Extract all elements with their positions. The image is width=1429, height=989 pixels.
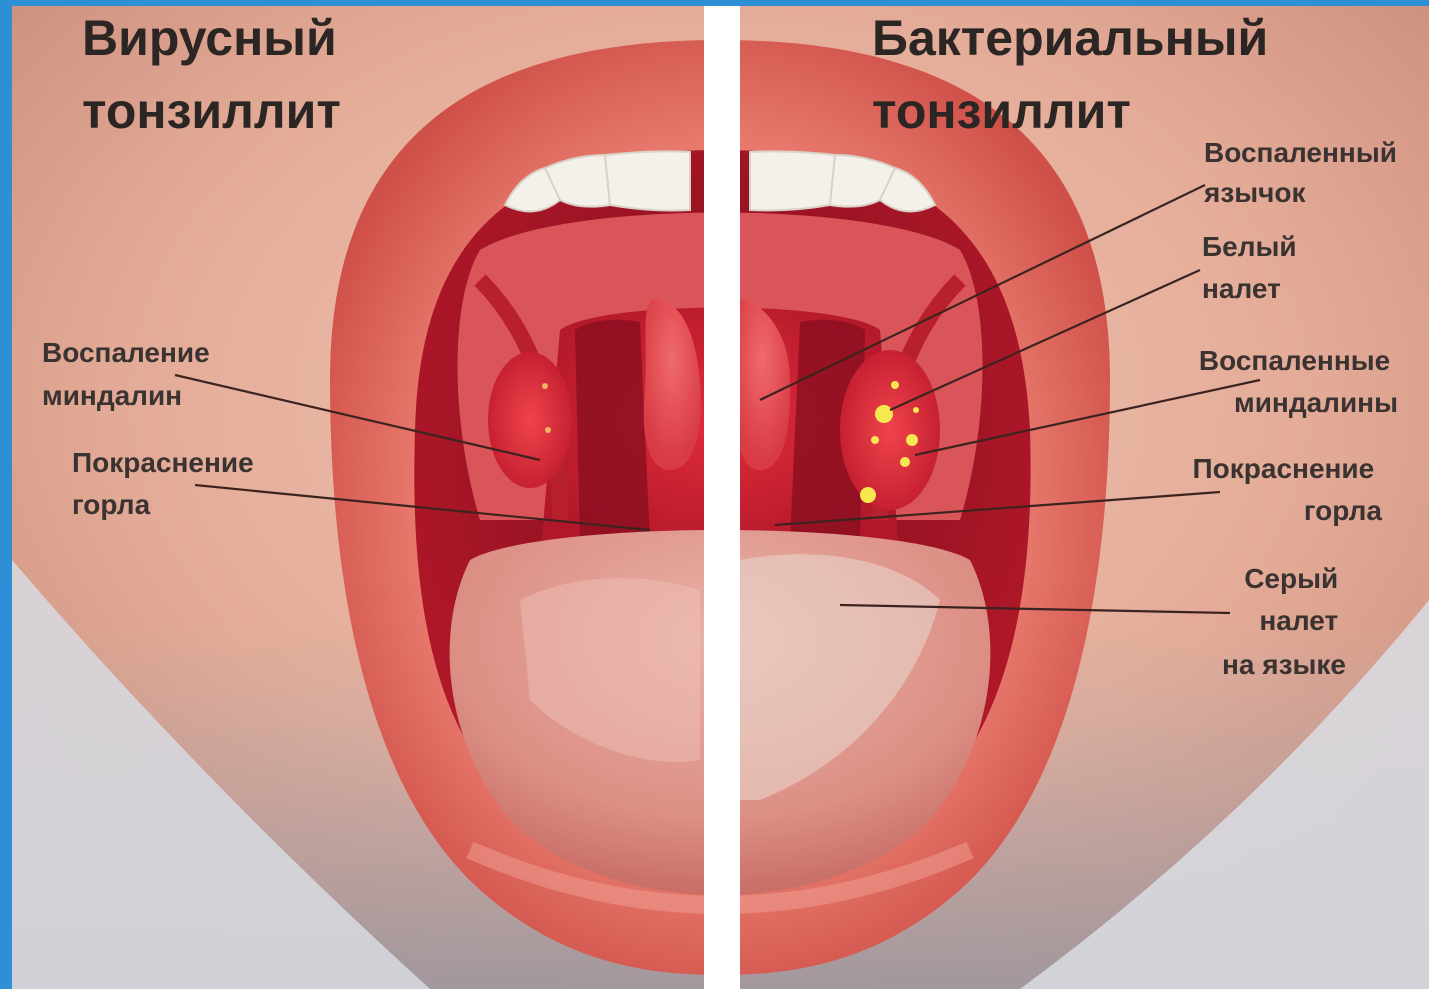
tonsil-right	[840, 350, 940, 510]
throat-opening	[575, 320, 650, 540]
tonsil-left	[488, 352, 572, 488]
divider	[704, 6, 740, 989]
